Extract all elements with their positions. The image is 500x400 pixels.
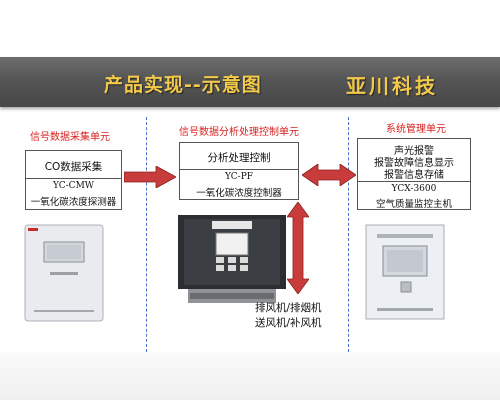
fans-label-supply: 送风机/补风机	[255, 317, 322, 329]
company-name: 亚川科技	[346, 74, 438, 98]
analysis-box-divider	[180, 169, 298, 170]
co-detector-device-image	[24, 224, 104, 322]
banner-title: 产品实现--示意图	[104, 74, 262, 96]
bidirectional-arrow-icon	[302, 164, 356, 186]
analysis-model: YC-PF	[224, 172, 253, 182]
section-title-management: 系统管理单元	[386, 124, 446, 135]
acquisition-box-divider	[26, 178, 121, 179]
management-display: 报警故障信息显示	[374, 158, 454, 169]
arrow-right-icon	[124, 166, 176, 188]
divider-right	[348, 117, 349, 352]
management-box: 声光报警 报警故障信息显示 报警信息存储 YCX-3600 空气质量监控主机	[357, 138, 471, 210]
controller-device-image	[178, 215, 286, 303]
analysis-function: 分析处理控制	[207, 152, 271, 164]
acquisition-device-name: 一氧化碳浓度探测器	[30, 197, 117, 208]
management-model: YCX-3600	[391, 184, 437, 194]
analysis-box: 分析处理控制 YC-PF 一氧化碳浓度控制器	[179, 142, 299, 200]
management-alarm: 声光报警	[394, 146, 434, 157]
monitoring-host-device-image	[365, 224, 445, 320]
vertical-bidirectional-arrow-icon	[287, 202, 309, 294]
background-floor	[0, 352, 500, 400]
acquisition-model: YC-CMW	[52, 181, 95, 191]
analysis-device-name: 一氧化碳浓度控制器	[196, 188, 282, 199]
management-box-divider	[358, 181, 470, 182]
section-title-analysis: 信号数据分析处理控制单元	[179, 127, 299, 138]
section-title-acquisition: 信号数据采集单元	[30, 132, 110, 143]
acquisition-box: CO数据采集 YC-CMW 一氧化碳浓度探测器	[25, 150, 122, 210]
acquisition-function: CO数据采集	[44, 161, 103, 173]
management-storage: 报警信息存储	[384, 170, 444, 181]
divider-left	[146, 117, 147, 352]
title-banner: 产品实现--示意图 亚川科技	[0, 57, 500, 107]
fans-label-exhaust: 排风机/排烟机	[255, 302, 322, 314]
management-device-name: 空气质量监控主机	[375, 199, 452, 210]
